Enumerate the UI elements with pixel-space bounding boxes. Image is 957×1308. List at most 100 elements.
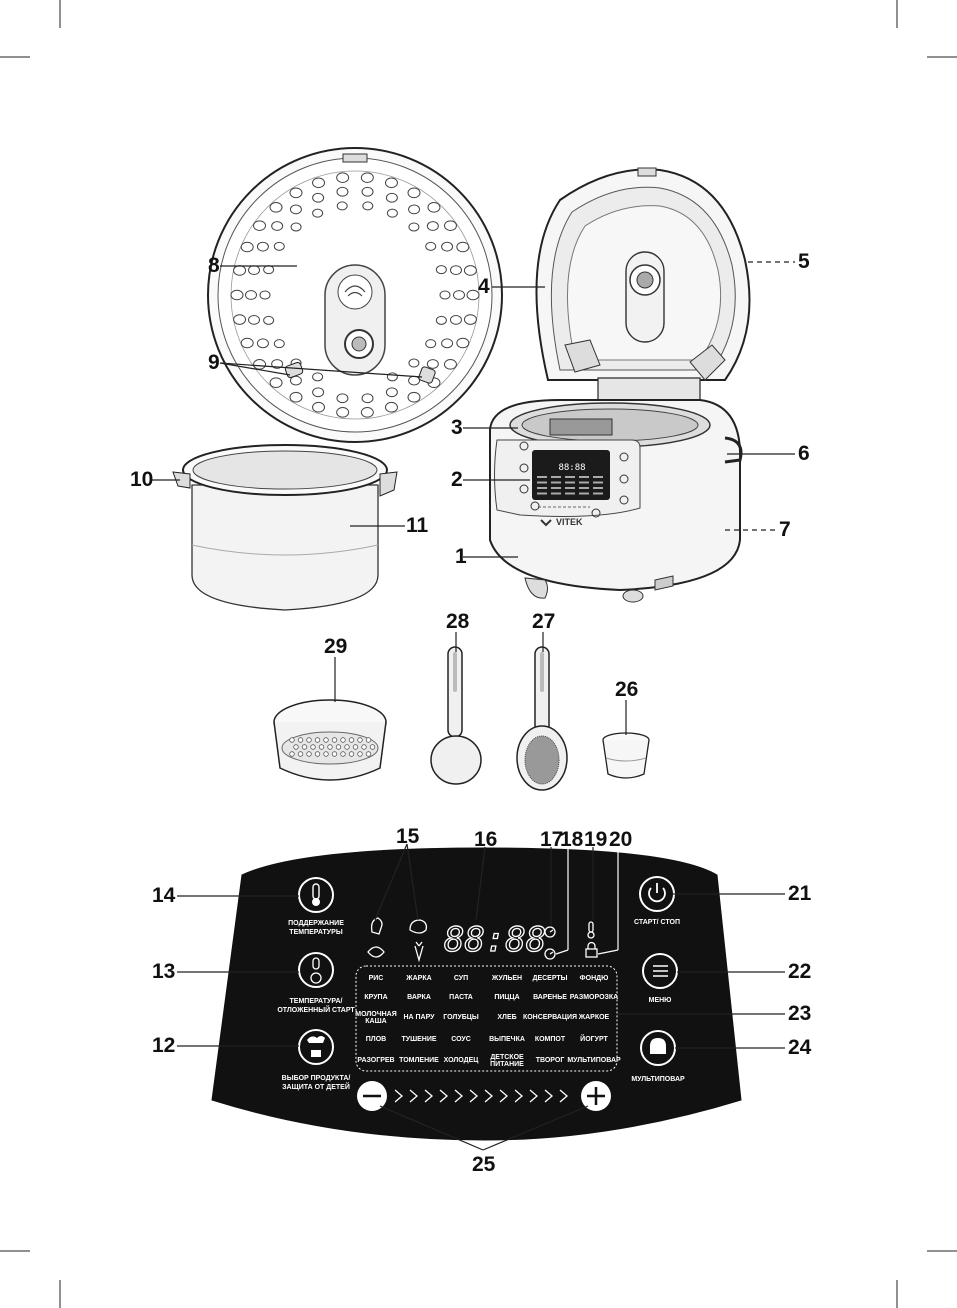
callout-17: 17 xyxy=(540,828,563,851)
mini-program-mark xyxy=(551,476,561,478)
lid-hole xyxy=(384,177,398,189)
program-item[interactable]: СОУС xyxy=(451,1036,471,1043)
basket-hole xyxy=(314,737,321,743)
program-item[interactable]: ЖАРКОЕ xyxy=(578,1014,610,1021)
program-item[interactable]: ЙОГУРТ xyxy=(580,1034,608,1043)
plus-button[interactable] xyxy=(581,1081,611,1111)
inner-bowl xyxy=(172,444,398,611)
basket-hole xyxy=(289,751,295,757)
program-item[interactable]: ТУШЕНИЕ xyxy=(401,1036,436,1043)
lid-hole xyxy=(439,290,451,300)
basket-hole xyxy=(331,737,338,743)
lid-hole xyxy=(443,220,457,231)
program-item[interactable]: СУП xyxy=(454,975,468,982)
chevron-right-icon xyxy=(424,1089,433,1103)
delay-timer-icon xyxy=(544,948,556,960)
lid-hole xyxy=(362,201,374,211)
program-item[interactable]: КРУПА xyxy=(364,994,387,1001)
lid-hole xyxy=(426,359,439,369)
mini-program-mark xyxy=(537,492,547,495)
lid-hole xyxy=(269,377,283,388)
meat-icon xyxy=(409,919,428,934)
program-item[interactable]: ПАСТА xyxy=(449,994,473,1001)
lid-hole xyxy=(271,359,284,369)
keep-warm-label-2: ТЕМПЕРАТУРЫ xyxy=(289,929,343,936)
callout-7: 7 xyxy=(779,518,791,541)
chicken-icon xyxy=(370,917,383,935)
mini-program-mark xyxy=(593,481,603,484)
callout-12: 12 xyxy=(152,1034,175,1057)
product-lock-button[interactable]: ВЫБОР ПРОДУКТА/ ЗАЩИТА ОТ ДЕТЕЙ xyxy=(282,1029,351,1091)
chevron-right-icon xyxy=(529,1089,538,1103)
lid-hole xyxy=(449,314,462,325)
soup-ladle xyxy=(430,646,482,785)
lid-hole xyxy=(408,222,420,232)
program-grid-frame xyxy=(355,965,618,1072)
basket-hole xyxy=(340,737,346,743)
program-item[interactable]: КОНСЕРВАЦИЯ xyxy=(523,1014,577,1021)
program-item[interactable]: ВАРЕНЬЕ xyxy=(533,994,567,1001)
chevron-right-icon xyxy=(514,1089,523,1103)
minus-button[interactable] xyxy=(357,1081,387,1111)
mini-program-mark xyxy=(593,476,603,478)
fish-icon xyxy=(367,946,385,958)
lid-hole xyxy=(385,387,398,398)
callout-4: 4 xyxy=(478,275,490,298)
callout-27: 27 xyxy=(532,610,555,633)
callout-19: 19 xyxy=(584,828,607,851)
lid-hole xyxy=(336,172,350,183)
program-item[interactable]: ХОЛОДЕЦ xyxy=(444,1057,480,1064)
program-item[interactable]: ПЛОВ xyxy=(366,1036,386,1043)
lid-hole xyxy=(263,265,275,275)
callout-16: 16 xyxy=(474,828,497,851)
chevron-right-icon xyxy=(394,1089,403,1103)
basket-holes xyxy=(289,737,376,757)
callout-22: 22 xyxy=(788,960,811,983)
program-item[interactable]: РИС xyxy=(369,975,384,982)
control-panel: ПОДДЕРЖАНИЕ ТЕМПЕРАТУРЫ ТЕМПЕРАТУРА/ ОТЛ… xyxy=(211,847,742,1141)
menu-button[interactable]: МЕНЮ xyxy=(642,953,678,1004)
lid-hole xyxy=(230,289,244,301)
callout-1: 1 xyxy=(455,545,467,568)
program-item[interactable]: НА ПАРУ xyxy=(403,1014,435,1021)
lid-hole xyxy=(407,391,421,403)
chevron-right-icon xyxy=(409,1089,418,1103)
program-item[interactable]: ДЕСЕРТЫ xyxy=(532,975,567,982)
program-item[interactable]: ЖАРКА xyxy=(405,975,431,982)
start-stop-label: СТАРТ/ СТОП xyxy=(634,919,680,926)
brand-logo: VITEK xyxy=(556,517,583,527)
temp-delay-label-2: ОТЛОЖЕННЫЙ СТАРТ xyxy=(277,1005,355,1014)
basket-hole xyxy=(293,744,299,750)
program-item[interactable]: ТОМЛЕНИЕ xyxy=(399,1057,439,1064)
keep-warm-button[interactable]: ПОДДЕРЖАНИЕ ТЕМПЕРАТУРЫ xyxy=(288,877,344,936)
program-item[interactable]: ФОНДЮ xyxy=(580,975,609,982)
program-item[interactable]: КОМПОТ xyxy=(535,1036,566,1043)
lid-hole xyxy=(240,337,254,349)
basket-hole xyxy=(335,744,342,750)
basket-hole xyxy=(310,744,316,750)
program-item[interactable]: ТВОРОГ xyxy=(536,1057,565,1064)
chevron-right-icon xyxy=(499,1089,508,1103)
program-item[interactable]: РАЗОГРЕВ xyxy=(357,1057,394,1064)
program-item[interactable]: ВАРКА xyxy=(407,994,431,1001)
program-item[interactable]: ВЫПЕЧКА xyxy=(489,1036,525,1043)
lid-hole xyxy=(435,265,447,275)
program-item[interactable]: ЖУЛЬЕН xyxy=(491,975,522,982)
steam-basket xyxy=(273,699,387,781)
lid-steam-holes xyxy=(230,172,480,418)
level-chevrons xyxy=(394,1089,568,1103)
mini-program-mark xyxy=(565,487,575,489)
program-item[interactable]: ПИЦЦА xyxy=(494,994,519,1001)
program-item[interactable]: ХЛЕБ xyxy=(497,1014,516,1021)
program-item[interactable]: МУЛЬТИПОВАР xyxy=(567,1057,621,1064)
mini-program-mark xyxy=(537,487,547,489)
lid-hole xyxy=(245,290,257,300)
temperature-delay-button[interactable]: ТЕМПЕРАТУРА/ ОТЛОЖЕННЫЙ СТАРТ xyxy=(277,952,355,1014)
program-item[interactable]: РАЗМОРОЗКА xyxy=(570,994,619,1001)
lid-hole xyxy=(360,407,374,418)
program-item[interactable]: ГОЛУБЦЫ xyxy=(443,1014,479,1021)
